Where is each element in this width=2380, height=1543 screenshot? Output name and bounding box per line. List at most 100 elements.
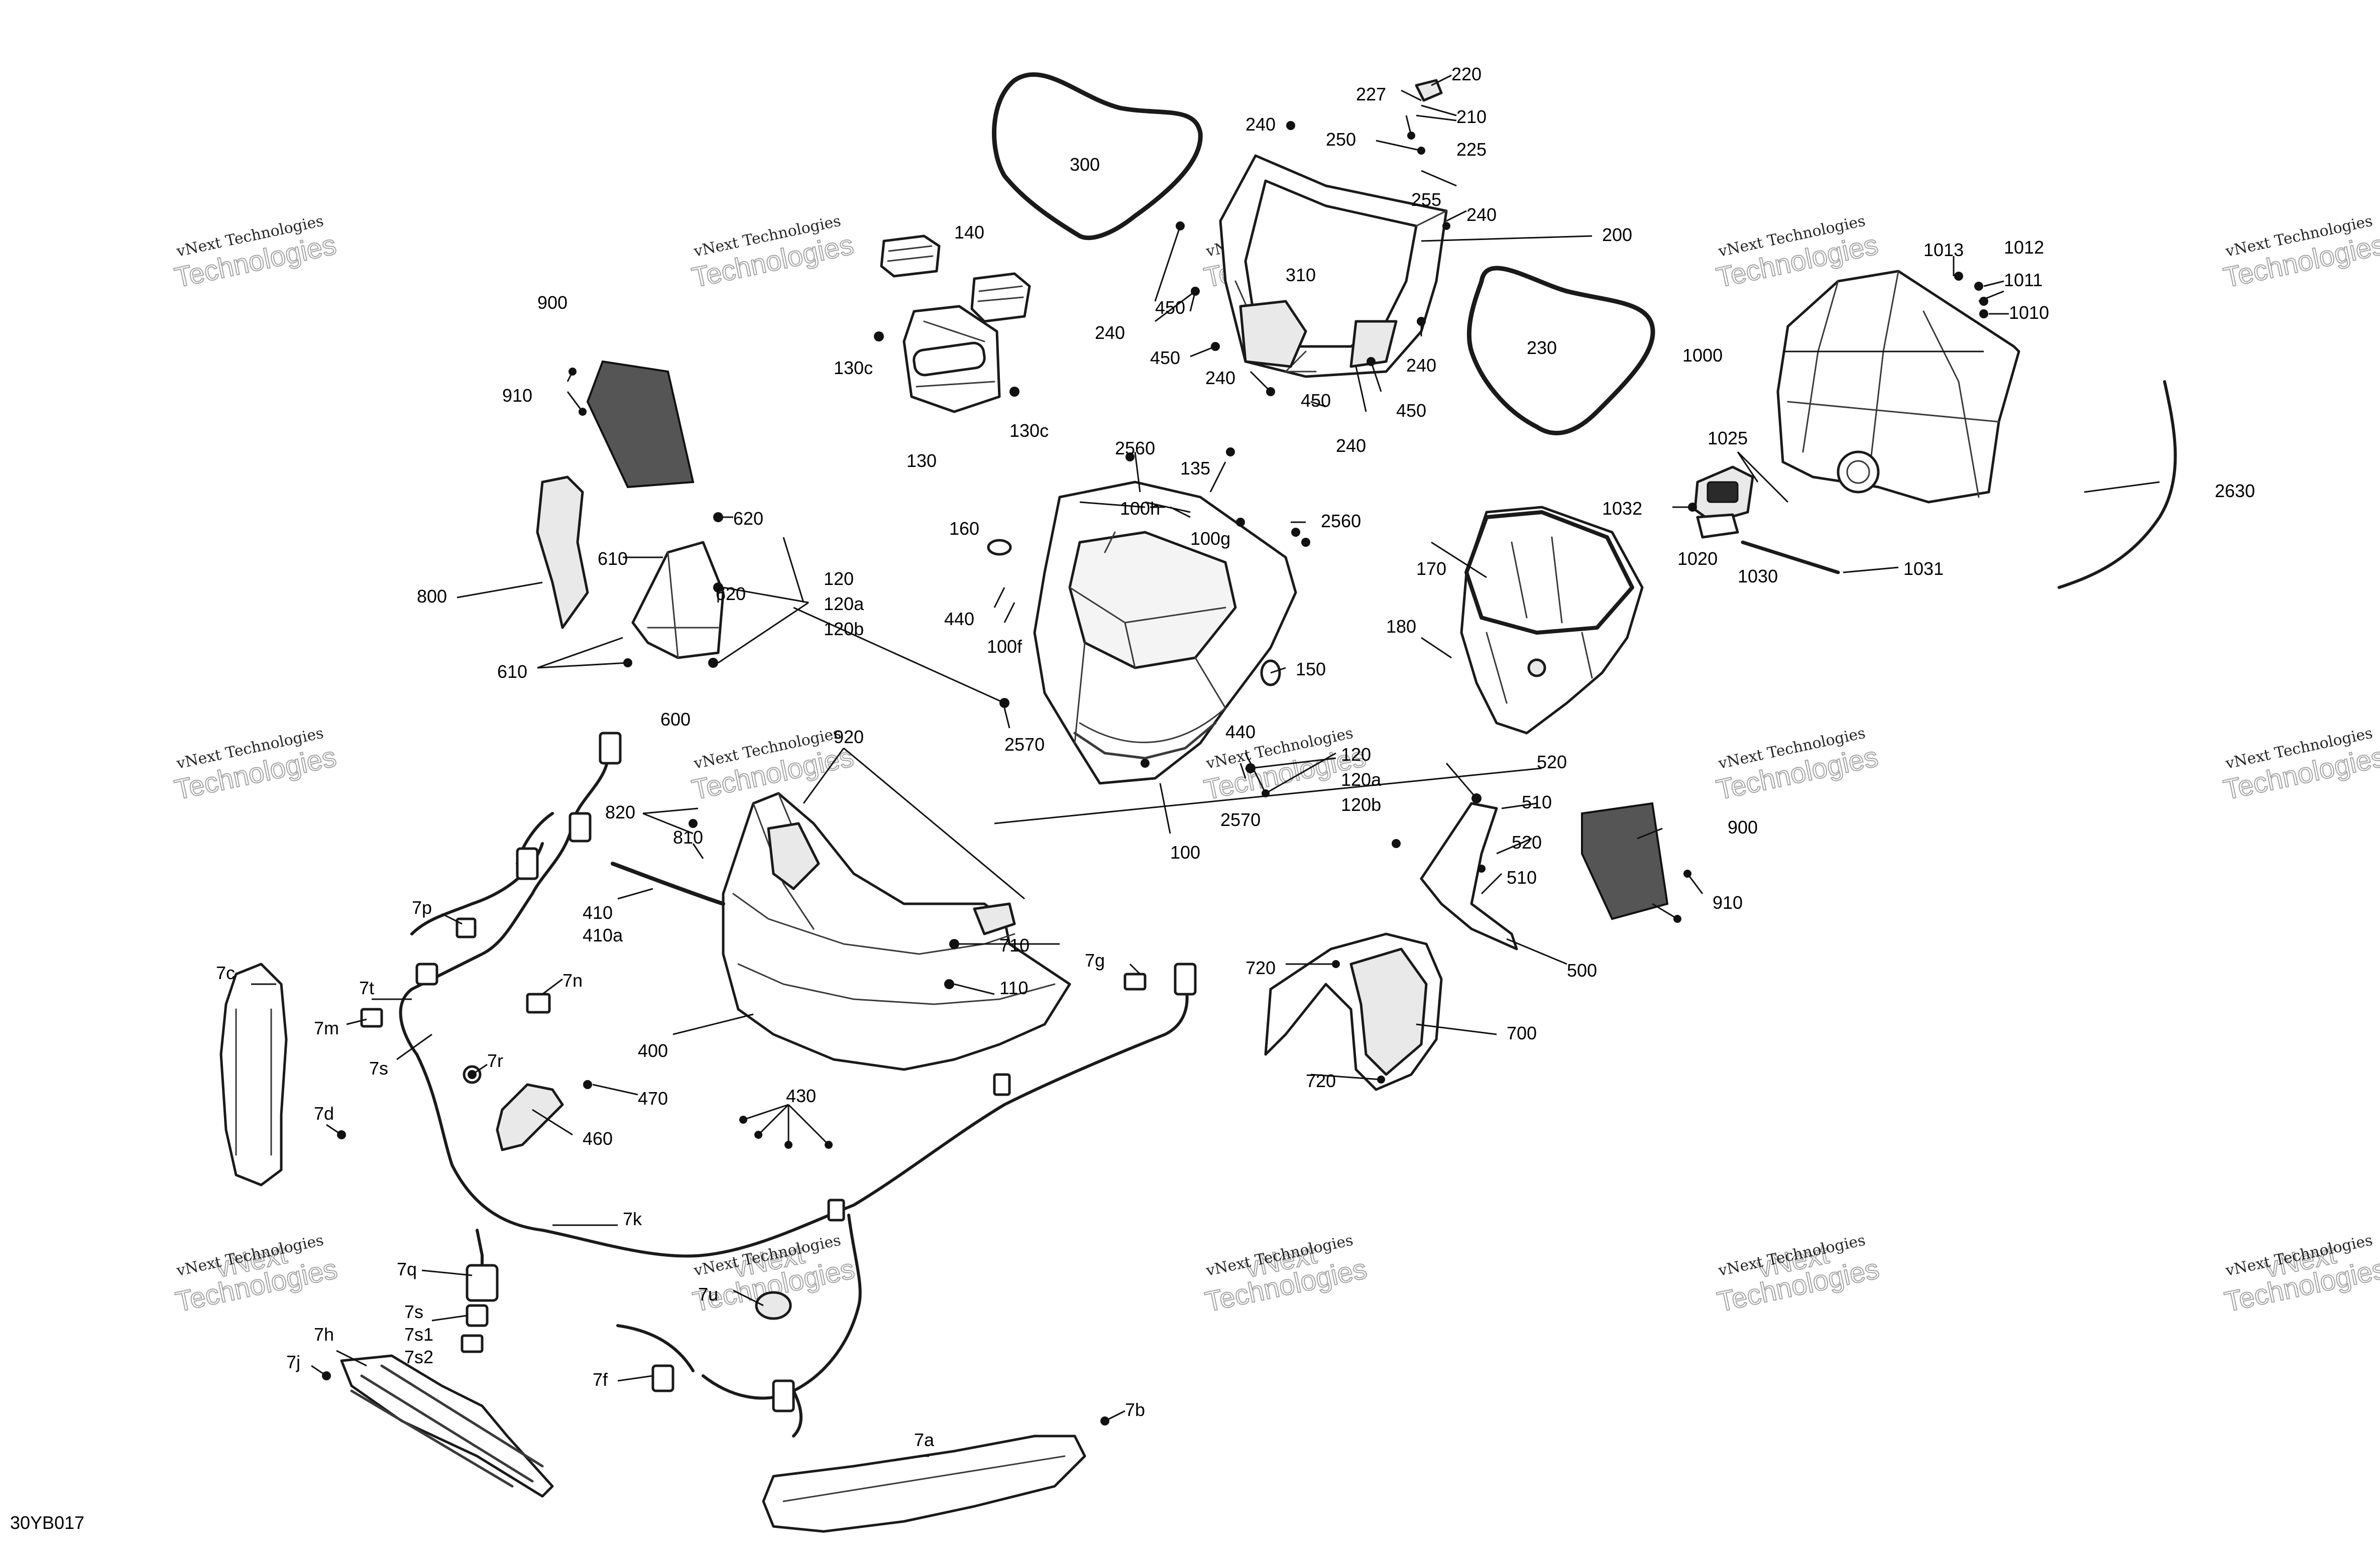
callout-2560-a: 2560	[1115, 438, 1155, 458]
fasteners	[322, 121, 1988, 1426]
callout-135: 135	[1180, 458, 1210, 479]
fender-700	[1264, 932, 1443, 1091]
grille-900-right	[1581, 802, 1669, 920]
callout-7g: 7g	[1085, 950, 1105, 971]
callout-7n: 7n	[562, 970, 583, 991]
callout-7k: 7k	[623, 1209, 642, 1229]
reflector-7a	[762, 1435, 1086, 1533]
callout-110: 110	[999, 978, 1028, 998]
callout-510-b: 510	[1507, 867, 1537, 888]
seal-300	[992, 72, 1203, 241]
reflector-7c-detail	[235, 1008, 272, 1156]
callout-450-b: 450	[1150, 347, 1180, 368]
callout-250: 250	[1326, 129, 1356, 150]
lights-140	[880, 234, 1031, 323]
bracket-600	[631, 541, 725, 659]
callout-450-d: 450	[1396, 400, 1426, 421]
callout-500: 500	[1567, 960, 1597, 981]
callout-1000: 1000	[1682, 345, 1723, 366]
callout-400: 400	[638, 1040, 668, 1061]
callout-7c: 7c	[216, 963, 235, 983]
callout-230: 230	[1527, 337, 1557, 358]
callout-310: 310	[1286, 265, 1316, 285]
callout-100f: 100f	[987, 636, 1023, 657]
callout-1011: 1011	[2004, 270, 2043, 290]
callout-410: 410	[583, 902, 613, 923]
callout-1032: 1032	[1602, 498, 1642, 519]
callout-120-a: 120	[824, 568, 854, 589]
callout-7m: 7m	[314, 1018, 339, 1038]
callout-460: 460	[583, 1128, 613, 1149]
callout-240-c: 240	[1095, 322, 1125, 343]
storage-bin-170	[1460, 506, 1644, 735]
cap-160	[987, 539, 1012, 556]
hood-1000	[1776, 270, 2020, 504]
callout-440-b: 440	[1225, 722, 1256, 742]
callout-1020: 1020	[1677, 548, 1718, 569]
watermark: Technologies vNext Technologies	[689, 212, 857, 294]
callout-150: 150	[1296, 659, 1326, 679]
callout-720-a: 720	[1245, 958, 1276, 978]
callout-1010: 1010	[2009, 302, 2049, 323]
callout-7f: 7f	[593, 1369, 608, 1390]
latch-1020	[1693, 465, 1754, 539]
callout-120-b: 120	[1341, 744, 1371, 765]
frame-200	[1219, 154, 1448, 378]
bracket-130	[902, 305, 1001, 413]
callout-225: 225	[1456, 139, 1487, 160]
callout-120a-a: 120a	[824, 594, 864, 614]
callout-7p: 7p	[412, 897, 432, 918]
watermarks: Technologies vNext Technologies Technolo…	[171, 212, 2380, 1319]
callout-7s-a: 7s	[369, 1058, 388, 1079]
watermark: vNext Technologies vNext Technologies	[172, 1232, 341, 1319]
diagram-code: 30YB017	[10, 1512, 84, 1533]
watermark: vNext Technologies vNext Technologies	[1202, 1232, 1370, 1319]
callout-140: 140	[954, 222, 984, 243]
callout-1013: 1013	[1923, 240, 1964, 260]
watermark: vNext Technologies vNext Technologies	[1714, 1232, 1882, 1319]
callout-120b-a: 120b	[824, 619, 864, 639]
callout-240-d: 240	[1406, 355, 1436, 376]
reflector-7c	[219, 963, 288, 1186]
strip-410	[611, 862, 725, 906]
callout-810: 810	[673, 827, 703, 848]
callout-labels: 220 227 210 225 250 255 240 300 240 200 …	[216, 64, 2255, 1450]
callout-160: 160	[949, 518, 979, 539]
callout-700: 700	[1507, 1023, 1537, 1043]
callout-210: 210	[1456, 106, 1487, 127]
callout-7s1: 7s1	[404, 1324, 433, 1345]
callout-255: 255	[1411, 189, 1441, 210]
grille-900-left	[586, 360, 695, 489]
callout-910-a: 910	[502, 385, 532, 406]
callout-450-a: 450	[1155, 297, 1185, 318]
callout-450-c: 450	[1301, 390, 1331, 411]
callout-7u: 7u	[698, 1284, 718, 1304]
callout-180: 180	[1386, 616, 1416, 637]
bracket-800	[536, 476, 589, 629]
callout-470: 470	[638, 1088, 668, 1109]
callout-430: 430	[786, 1086, 816, 1106]
callout-820: 820	[605, 802, 635, 822]
watermark: Technologies vNext Technologies	[171, 212, 339, 294]
callout-100: 100	[1170, 842, 1200, 863]
callout-900-b: 900	[1728, 817, 1758, 838]
callout-7j: 7j	[286, 1352, 300, 1372]
connectors	[360, 732, 1197, 1412]
callout-200: 200	[1602, 224, 1632, 245]
watermark: Technologies vNext Technologies	[171, 725, 339, 806]
callout-720-b: 720	[1306, 1071, 1336, 1091]
wire-harness-7k	[399, 747, 1189, 1438]
callout-120b-b: 120b	[1341, 794, 1381, 815]
callout-100h: 100h	[1120, 498, 1160, 519]
grommet-7u	[755, 1291, 792, 1320]
leader-lines	[251, 74, 2160, 1457]
callout-2570-a: 2570	[1004, 734, 1045, 755]
callout-240-e: 240	[1205, 368, 1235, 388]
reflector-7a-detail	[782, 1455, 1066, 1502]
bracket-600-detail	[647, 551, 719, 659]
callout-2560-b: 2560	[1321, 511, 1361, 531]
callout-7r: 7r	[487, 1050, 503, 1071]
callout-7h: 7h	[314, 1324, 334, 1345]
callout-1012: 1012	[2004, 237, 2044, 258]
